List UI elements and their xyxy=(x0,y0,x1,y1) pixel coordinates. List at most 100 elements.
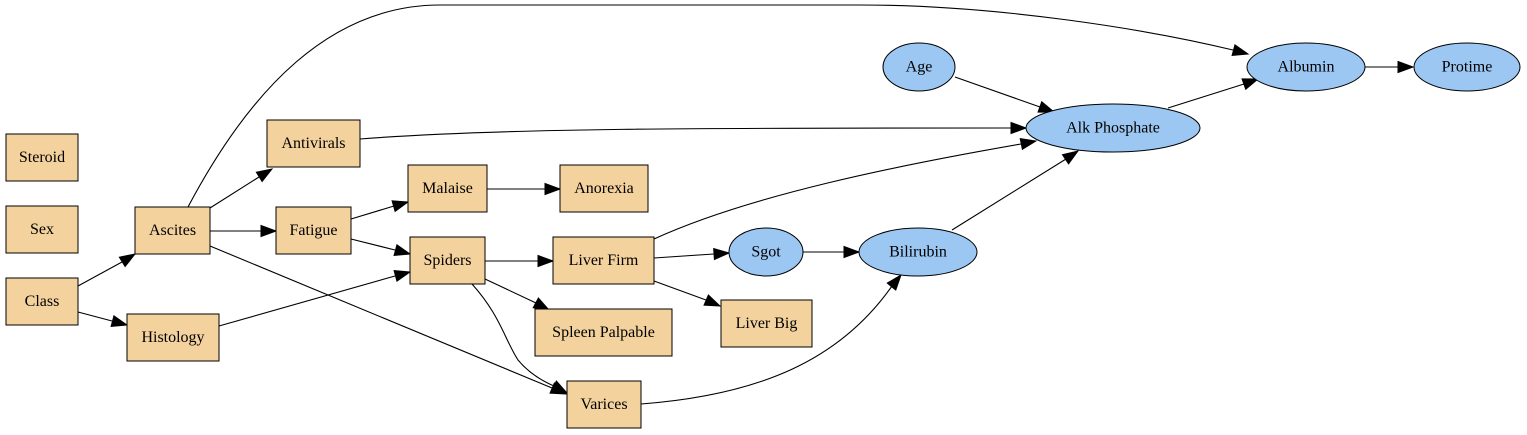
edge-ascites-to-antivirals xyxy=(209,168,274,209)
edge-spiders-to-varices xyxy=(471,283,569,394)
node-label: Alk Phosphate xyxy=(1066,120,1160,137)
node-shape xyxy=(407,164,488,213)
arrowhead-icon xyxy=(886,273,902,291)
edge-line xyxy=(1167,83,1245,109)
node-shape xyxy=(720,299,813,348)
edge-liver-firm-to-liver-big xyxy=(653,280,722,307)
node-label: Malaise xyxy=(422,180,473,197)
edge-spiders-to-spleen-palpable xyxy=(484,278,551,311)
node-alk-phosphate: Alk Phosphate xyxy=(1025,103,1201,153)
edge-ascites-to-varices xyxy=(209,245,568,395)
node-label: Sgot xyxy=(751,244,781,261)
edge-liver-firm-to-alk-phosphate xyxy=(653,137,1038,240)
node-class: Class xyxy=(5,277,79,326)
node-label: Ascites xyxy=(149,222,196,239)
arrowhead-icon xyxy=(118,253,137,268)
node-label: Spleen Palpable xyxy=(552,324,655,341)
edge-line xyxy=(350,205,395,220)
node-varices: Varices xyxy=(566,380,642,429)
edge-line xyxy=(640,285,893,405)
arrowhead-icon xyxy=(255,168,274,183)
edge-line xyxy=(218,275,396,327)
node-label: Bilirubin xyxy=(889,244,947,261)
node-bilirubin: Bilirubin xyxy=(858,227,978,277)
node-label: Anorexia xyxy=(574,180,634,197)
node-shape xyxy=(5,133,79,182)
node-label: Fatigue xyxy=(290,222,338,239)
edges-layer xyxy=(77,4,1415,405)
node-shape xyxy=(728,227,804,277)
node-label: Histology xyxy=(141,329,204,346)
edge-ascites-to-fatigue xyxy=(210,224,278,238)
edge-varices-to-bilirubin xyxy=(640,273,902,405)
node-shape xyxy=(882,42,956,92)
node-histology: Histology xyxy=(126,313,220,362)
node-label: Antivirals xyxy=(282,135,346,152)
node-label: Age xyxy=(906,59,933,76)
edge-line xyxy=(209,245,553,389)
node-albumin: Albumin xyxy=(1246,42,1366,92)
arrowhead-icon xyxy=(393,244,412,257)
edge-line xyxy=(653,253,715,259)
node-shape xyxy=(1246,42,1366,92)
arrowhead-icon xyxy=(550,380,569,394)
edge-bilirubin-to-alk-phosphate xyxy=(951,150,1080,231)
node-antivirals: Antivirals xyxy=(266,119,361,168)
arrowhead-icon xyxy=(1019,137,1038,151)
node-label: Liver Firm xyxy=(569,252,639,269)
node-shape xyxy=(559,164,649,213)
edge-class-to-ascites xyxy=(77,253,137,287)
edge-malaise-to-anorexia xyxy=(487,182,562,196)
node-label: Liver Big xyxy=(736,315,798,332)
edge-fatigue-to-malaise xyxy=(350,200,410,220)
edge-spiders-to-liver-firm xyxy=(485,254,555,268)
arrowhead-icon xyxy=(1061,150,1080,165)
node-shape xyxy=(409,236,486,285)
node-label: Albumin xyxy=(1278,59,1335,76)
node-label: Sex xyxy=(30,221,54,238)
node-steroid: Steroid xyxy=(5,133,79,182)
node-shape xyxy=(1025,103,1201,153)
node-shape xyxy=(275,206,352,255)
node-label: Spiders xyxy=(424,252,472,269)
edge-albumin-to-protime xyxy=(1365,60,1415,74)
arrowhead-icon xyxy=(713,247,731,261)
node-liver-big: Liver Big xyxy=(720,299,813,348)
node-spiders: Spiders xyxy=(409,236,486,285)
node-shape xyxy=(858,227,978,277)
arrowhead-icon xyxy=(532,297,551,311)
edge-line xyxy=(653,143,1022,240)
node-ascites: Ascites xyxy=(134,206,211,255)
node-spleen-palpable: Spleen Palpable xyxy=(534,308,673,357)
node-sex: Sex xyxy=(5,205,79,254)
node-anorexia: Anorexia xyxy=(559,164,649,213)
edge-line xyxy=(954,76,1041,108)
node-protime: Protime xyxy=(1413,42,1521,92)
edge-line xyxy=(350,238,396,251)
edge-ascites-to-albumin xyxy=(187,4,1250,208)
edge-line xyxy=(187,4,1234,208)
node-label: Protime xyxy=(1442,59,1493,76)
arrowhead-icon xyxy=(1241,78,1260,91)
node-shape xyxy=(552,236,655,285)
arrowhead-icon xyxy=(843,245,861,259)
node-shape xyxy=(5,277,79,326)
node-shape xyxy=(266,119,361,168)
node-fatigue: Fatigue xyxy=(275,206,352,255)
edge-fatigue-to-spiders xyxy=(350,238,412,257)
node-shape xyxy=(126,313,220,362)
edge-class-to-histology xyxy=(77,311,129,328)
arrowhead-icon xyxy=(544,182,562,196)
edge-line xyxy=(471,283,555,387)
node-shape xyxy=(566,380,642,429)
node-shape xyxy=(1413,42,1521,92)
edge-line xyxy=(359,127,1013,140)
edge-line xyxy=(653,280,707,301)
edge-alk-phosphate-to-albumin xyxy=(1167,78,1260,109)
node-shape xyxy=(534,308,673,357)
edge-line xyxy=(77,311,113,322)
node-shape xyxy=(5,205,79,254)
arrowhead-icon xyxy=(537,254,555,268)
